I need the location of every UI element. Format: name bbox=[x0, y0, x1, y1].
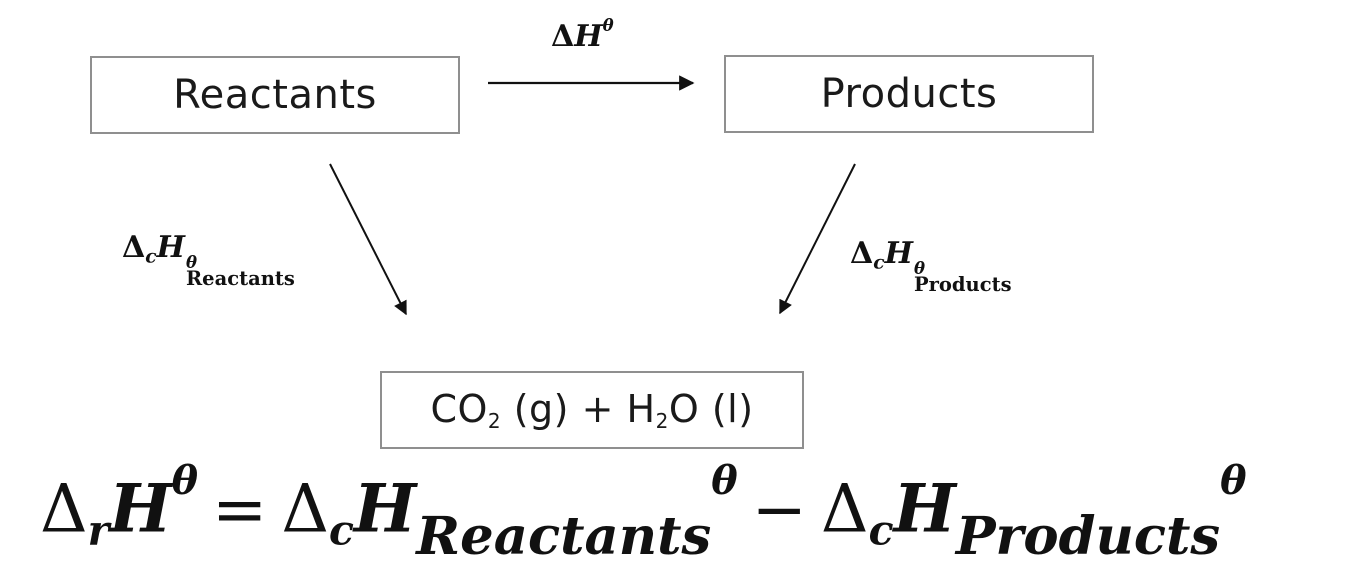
products-label: Products bbox=[820, 71, 998, 117]
combustion-products-box: CO2 (g) + H2O (l) bbox=[380, 371, 804, 449]
reactants-box: Reactants bbox=[90, 56, 460, 134]
arrow-products-to-combustion bbox=[779, 163, 856, 315]
products-box: Products bbox=[724, 55, 1094, 133]
hess-law-equation: ΔrHθ=ΔcHReactantsθ−ΔcHProductsθ bbox=[40, 458, 1247, 567]
reactants-label: Reactants bbox=[173, 72, 377, 118]
combustion-products-label: CO2 (g) + H2O (l) bbox=[430, 387, 754, 433]
enthalpy-change-label: ΔHθ bbox=[551, 16, 614, 54]
arrow-reactants-to-combustion bbox=[329, 163, 407, 316]
